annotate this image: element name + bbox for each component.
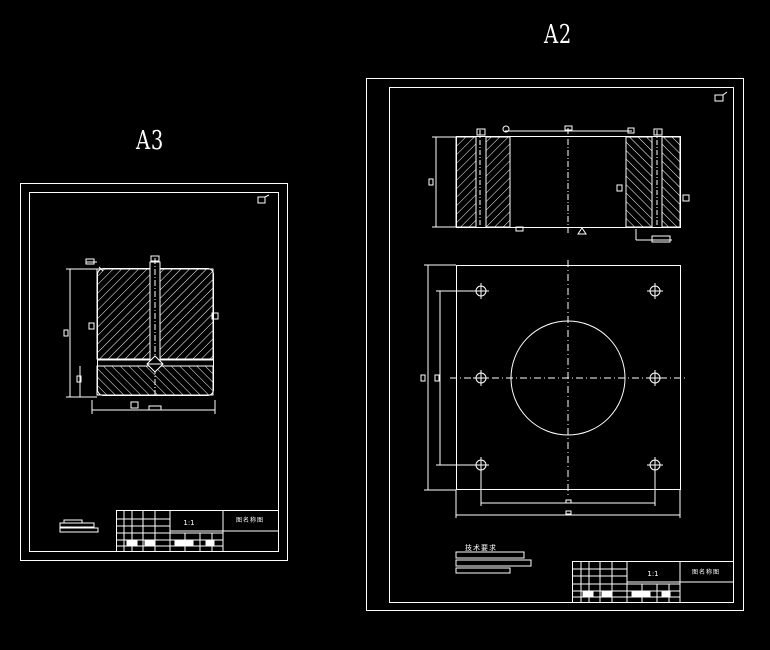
a2-inner-frame: [389, 87, 734, 603]
a3-title-block: [116, 510, 279, 552]
a3-roughness-mark: [257, 196, 266, 204]
a2-notes-block: [455, 551, 532, 574]
a3-sheet-label: A3: [136, 126, 164, 156]
a3-notes-block: [59, 519, 99, 533]
a3-title-text: 图名称图: [236, 516, 264, 524]
a2-notes-heading: 技术要求: [465, 543, 497, 552]
a2-outer-border: [366, 78, 744, 611]
a2-section-view: [428, 125, 690, 243]
a2-title-block: [572, 561, 734, 603]
a3-scale-text: 1:1: [183, 519, 194, 527]
a2-plan-view: [420, 260, 688, 518]
a2-roughness-mark: [714, 94, 724, 102]
a2-title-text: 图名称图: [692, 568, 720, 576]
a2-sheet-label: A2: [544, 20, 572, 50]
a2-sheet: [366, 78, 744, 611]
a2-scale-text: 1:1: [647, 570, 658, 578]
a3-outer-border: [20, 183, 288, 561]
a3-section-view: [63, 255, 219, 414]
a3-sheet: [20, 183, 288, 561]
